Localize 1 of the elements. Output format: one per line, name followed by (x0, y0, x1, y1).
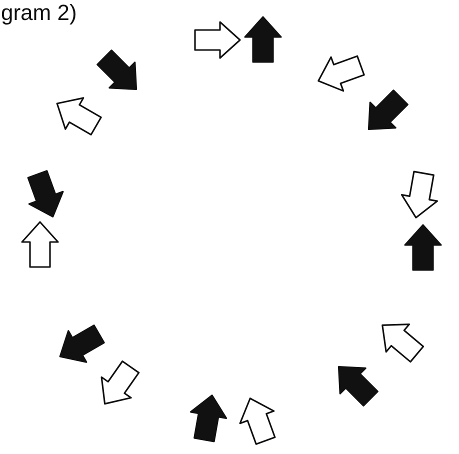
caption-text: gram 2) (1, 0, 77, 26)
